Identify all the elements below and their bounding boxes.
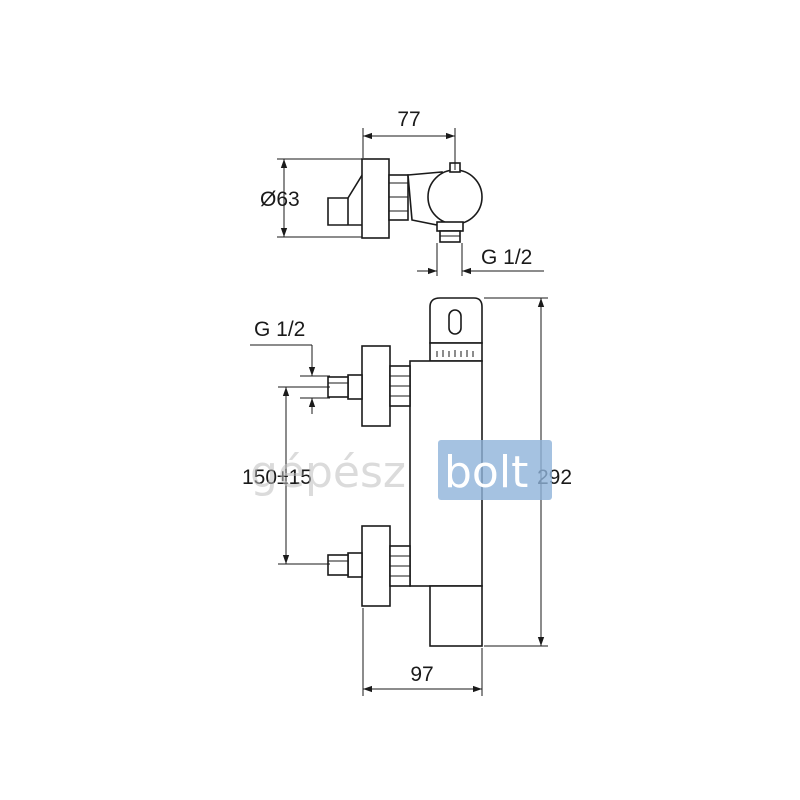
- front-view: G 1/2 150±15 292 97: [242, 297, 572, 696]
- watermark-box: [438, 440, 552, 500]
- watermark-text-part1: gépész: [250, 447, 406, 498]
- top-view: 77 Ø63 G 1/2: [260, 108, 544, 276]
- watermark-logo: gépész bolt: [250, 440, 552, 500]
- front-upper-inlet: [327, 345, 411, 427]
- dimension-thread-top: G 1/2: [417, 243, 544, 276]
- front-lower-inlet: [327, 525, 411, 607]
- dimension-spacing: 150±15: [242, 386, 330, 565]
- top-valve-circle: [427, 169, 483, 225]
- dimension-diameter: Ø63: [260, 158, 362, 238]
- top-nut: [388, 174, 409, 221]
- label-width-top: 77: [397, 108, 420, 131]
- dimension-thread-side: G 1/2: [250, 318, 330, 414]
- label-thread-top: G 1/2: [481, 246, 532, 269]
- dimension-width-top: 77: [362, 108, 456, 170]
- front-scale-ring: [429, 342, 483, 362]
- top-outlet: [436, 221, 464, 243]
- front-bottom-cylinder: [429, 585, 483, 647]
- label-thread-side: G 1/2: [254, 318, 305, 341]
- label-diameter: Ø63: [260, 188, 300, 211]
- top-lever: [327, 169, 365, 226]
- front-cap: [429, 297, 483, 344]
- label-spacing: 150±15: [242, 466, 312, 489]
- label-depth: 97: [410, 663, 433, 686]
- top-flange: [361, 158, 390, 239]
- dimension-depth: 97: [362, 608, 483, 696]
- watermark-text-part2: bolt: [444, 447, 528, 498]
